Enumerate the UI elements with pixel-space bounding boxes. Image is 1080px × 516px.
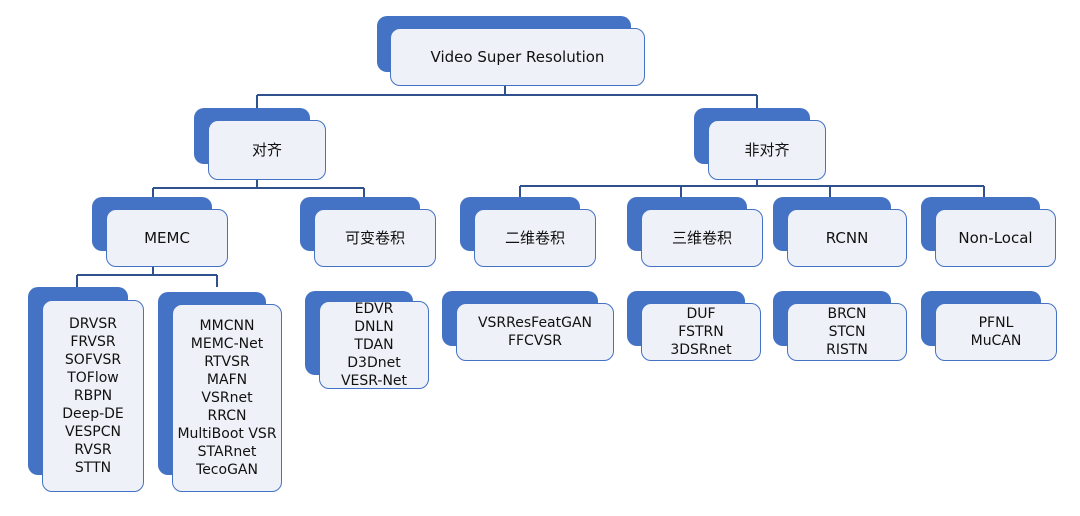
method-item: RRCN [207,408,247,424]
method-list: DUF FSTRN 3DSRnet [670,305,731,359]
method-item: BRCN [827,306,867,322]
method-item: VESR-Net [340,373,408,389]
root-label: Video Super Resolution [430,48,605,66]
category-label-deformable-conv: 可变卷积 [344,229,405,247]
method-item: STARnet [197,444,257,460]
category-label-2d-conv: 二维卷积 [504,229,565,247]
method-item: 3DSRnet [670,342,732,358]
method-list-3d-conv: DUF FSTRN 3DSRnet [627,291,761,361]
method-item: MultiBoot VSR [177,426,277,442]
method-item: MAFN [206,372,248,388]
method-list: VSRResFeatGAN FFCVSR [478,314,592,350]
method-item: MEMC-Net [190,336,264,352]
method-item: DNLN [354,319,394,335]
method-item: TOFlow [67,370,119,386]
category-memc: MEMC [92,197,228,267]
method-item: SOFVSR [64,352,122,368]
method-list: DRVSR FRVSR SOFVSR TOFlow RBPN Deep-DE V… [62,315,124,477]
method-list-memc-2: MMCNN MEMC-Net RTVSR MAFN VSRnet RRCN Mu… [158,292,282,492]
method-list-memc-1: DRVSR FRVSR SOFVSR TOFlow RBPN Deep-DE V… [28,287,144,492]
method-list-deformable: EDVR DNLN TDAN D3Dnet VESR-Net [305,291,429,389]
method-list: EDVR DNLN TDAN D3Dnet VESR-Net [341,300,407,390]
method-item: VESPCN [64,424,121,440]
method-item: STTN [74,460,112,476]
method-item: MuCAN [970,333,1022,349]
branch-aligned: 对齐 [194,108,326,180]
category-deformable-conv: 可变卷积 [300,197,436,267]
method-item: RBPN [73,388,113,404]
method-item: VSRnet [201,390,253,406]
method-item: RTVSR [204,354,250,370]
method-item: DUF [686,306,716,322]
category-3d-conv: 三维卷积 [627,197,763,267]
method-item: RVSR [74,442,112,458]
method-item: PFNL [978,315,1014,331]
method-list: BRCN STCN RISTN [826,305,868,359]
method-item: TDAN [354,337,394,353]
method-item: TecoGAN [196,462,258,478]
method-item: EDVR [354,301,394,317]
branch-label-unaligned: 非对齐 [744,141,790,159]
method-item: STCN [828,324,866,340]
method-list-rcnn: BRCN STCN RISTN [773,291,907,361]
method-list: MMCNN MEMC-Net RTVSR MAFN VSRnet RRCN Mu… [177,317,276,479]
method-item: MMCNN [199,318,255,334]
category-non-local: Non-Local [921,197,1056,267]
method-item: FSTRN [678,324,724,340]
method-item: RISTN [826,342,868,358]
category-label-memc: MEMC [144,229,190,247]
method-item: FFCVSR [507,333,563,349]
branch-label-aligned: 对齐 [251,141,282,159]
category-label-rcnn: RCNN [825,229,869,247]
branch-unaligned: 非对齐 [694,108,826,180]
category-rcnn: RCNN [773,197,907,267]
method-list-non-local: PFNL MuCAN [921,291,1057,361]
root-node: Video Super Resolution [377,16,645,86]
method-list: PFNL MuCAN [971,314,1022,350]
method-item: Deep-DE [62,406,124,422]
method-item: D3Dnet [347,355,401,371]
method-list-2d-conv: VSRResFeatGAN FFCVSR [442,291,614,361]
category-2d-conv: 二维卷积 [460,197,596,267]
method-item: VSRResFeatGAN [477,315,593,331]
category-label-non-local: Non-Local [958,229,1033,247]
method-item: DRVSR [69,316,117,332]
method-item: FRVSR [70,334,116,350]
category-label-3d-conv: 三维卷积 [671,229,732,247]
